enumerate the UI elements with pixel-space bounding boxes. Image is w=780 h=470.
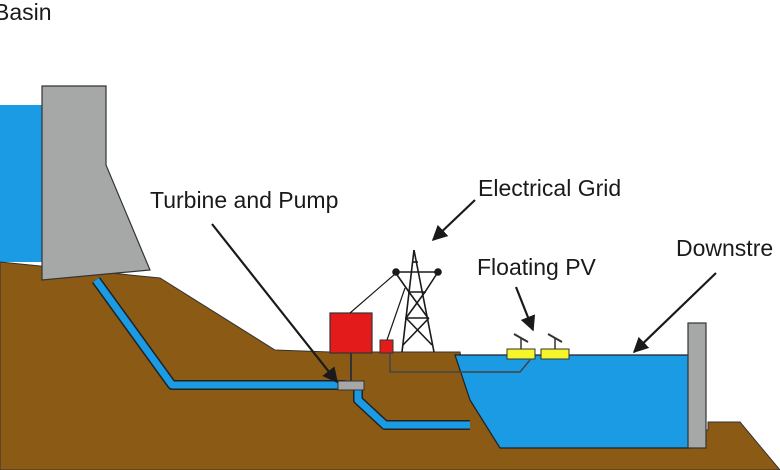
lower-dam — [687, 322, 707, 449]
arrow-icon — [211, 223, 338, 384]
label-electrical-grid: Electrical Grid — [478, 175, 621, 201]
upper-reservoir-water — [0, 105, 45, 262]
arrow-icon — [431, 199, 476, 242]
upper-dam — [41, 85, 151, 281]
lower-reservoir-water — [454, 354, 691, 449]
transmission-tower-icon — [349, 249, 442, 353]
turbine-pump-unit — [337, 380, 365, 391]
pv-cable — [389, 353, 531, 373]
powerhouse-box — [329, 312, 373, 354]
label-basin: Basin — [0, 0, 52, 25]
label-downstream: Downstre — [676, 235, 773, 261]
label-turbine-pump: Turbine and Pump — [150, 187, 338, 213]
solar-panel-icon — [506, 333, 570, 360]
arrow-icon — [514, 286, 536, 332]
arrow-icon — [632, 272, 717, 354]
transformer-box — [379, 339, 394, 354]
label-floating-pv: Floating PV — [477, 254, 597, 280]
